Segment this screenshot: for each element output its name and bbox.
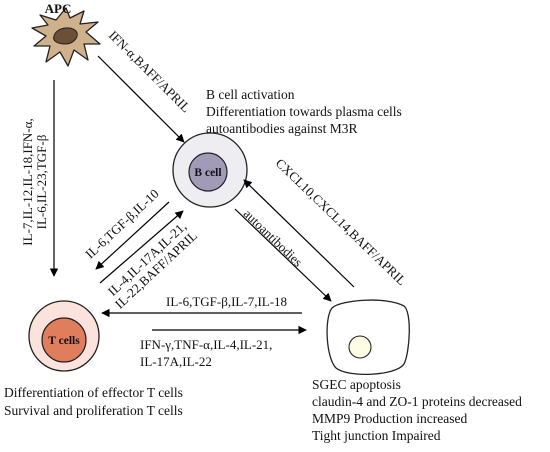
label-sgec-to-b-cell: CXCL10,CXCL14,BAFF/APRIL [273, 155, 410, 288]
b-cell-nucleus [188, 152, 228, 192]
arrows [49, 55, 355, 335]
b-cell-effect-line: Differentiation towards plasma cells [206, 104, 402, 119]
label-sgec-to-t-cell: IL-6,TGF-β,IL-7,IL-18 [166, 294, 287, 309]
apc-nucleus-shape [53, 27, 78, 45]
arrow-b-cell-to-sgec [234, 208, 332, 302]
b-cell-effects: B cell activation Differentiation toward… [206, 87, 402, 136]
b-cell: B cell [172, 132, 248, 208]
sgec-nucleus [348, 335, 372, 359]
sgec-effect-line: claudin-4 and ZO-1 proteins decreased [312, 394, 522, 409]
sgec-effect-line: SGEC apoptosis [312, 377, 401, 392]
sgec-effect-line: Tight junction Impaired [312, 428, 441, 443]
t-cell-effect-line: Survival and proliferation T cells [4, 403, 183, 418]
t-cell-effect-line: Differentiation of effector T cells [4, 385, 183, 400]
sgec-cell [326, 299, 410, 376]
label-t-cell-to-sgec-line1: IFN-γ,TNF-α,IL-4,IL-21, [140, 337, 272, 352]
label-t-cell-to-sgec-line2: IL-17A,IL-22 [140, 354, 212, 369]
apc-label: APC [45, 1, 72, 16]
t-cell-nucleus [41, 317, 87, 363]
arrow-sgec-to-b-cell [243, 179, 355, 288]
sgec-effect-line: MMP9 Production increased [312, 411, 467, 426]
apc-cell: APC [31, 1, 101, 67]
t-cell-label: T cells [48, 335, 80, 347]
arrow-t-cell-to-b-cell [99, 210, 184, 284]
arrow-b-cell-to-t-cell [95, 201, 170, 270]
sgec-effects: SGEC apoptosis claudin-4 and ZO-1 protei… [312, 377, 522, 443]
b-cell-effect-line: autoantibodies against M3R [206, 121, 357, 136]
t-cell: T cells [28, 300, 100, 372]
t-cell-effects: Differentiation of effector T cells Surv… [4, 385, 183, 418]
label-apc-to-b-cell: IFN-α,BAFF/APRIL [106, 28, 194, 116]
sgec-membrane [326, 299, 410, 376]
arrow-apc-to-b-cell [97, 55, 185, 143]
label-apc-to-t-cell-line2: IL-6,IL-23,TGF-β [34, 134, 49, 229]
b-cell-label: B cell [194, 167, 221, 179]
label-apc-to-t-cell-line1: IL-7,IL-12,IL-18,IFN-α, [20, 118, 35, 245]
label-b-cell-to-sgec: autoantibodies [241, 206, 306, 269]
b-cell-effect-line: B cell activation [206, 87, 295, 102]
